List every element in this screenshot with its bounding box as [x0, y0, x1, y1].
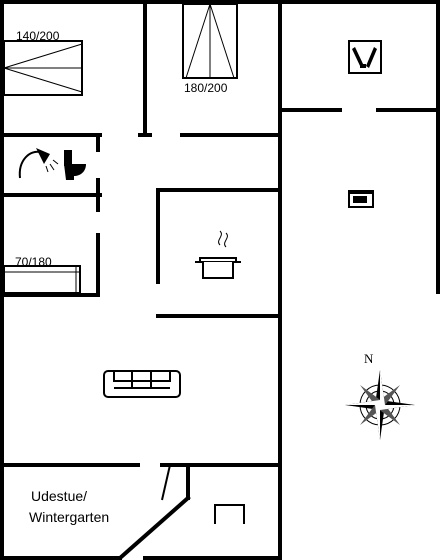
cooking-pot-icon — [195, 230, 241, 279]
sofa-icon — [103, 370, 181, 398]
table-outline — [214, 504, 245, 524]
room-label-winter-line1: Udestue/ — [31, 488, 88, 504]
bed-single — [3, 265, 81, 294]
toilet-icon — [64, 150, 86, 180]
compass-north-label: N — [364, 351, 374, 366]
bed-size-label-single: 70/180 — [15, 255, 52, 269]
shower-icon — [18, 148, 59, 179]
bed-double-left — [3, 40, 83, 96]
compass-rose-icon — [345, 370, 415, 440]
bed-size-label-left: 140/200 — [16, 29, 60, 43]
wine-bottles-icon — [348, 40, 382, 74]
bed-size-label-right: 180/200 — [184, 81, 228, 95]
car-icon — [348, 190, 374, 208]
bed-double-right — [182, 3, 238, 79]
room-label-winter-line2: Wintergarten — [29, 509, 110, 525]
